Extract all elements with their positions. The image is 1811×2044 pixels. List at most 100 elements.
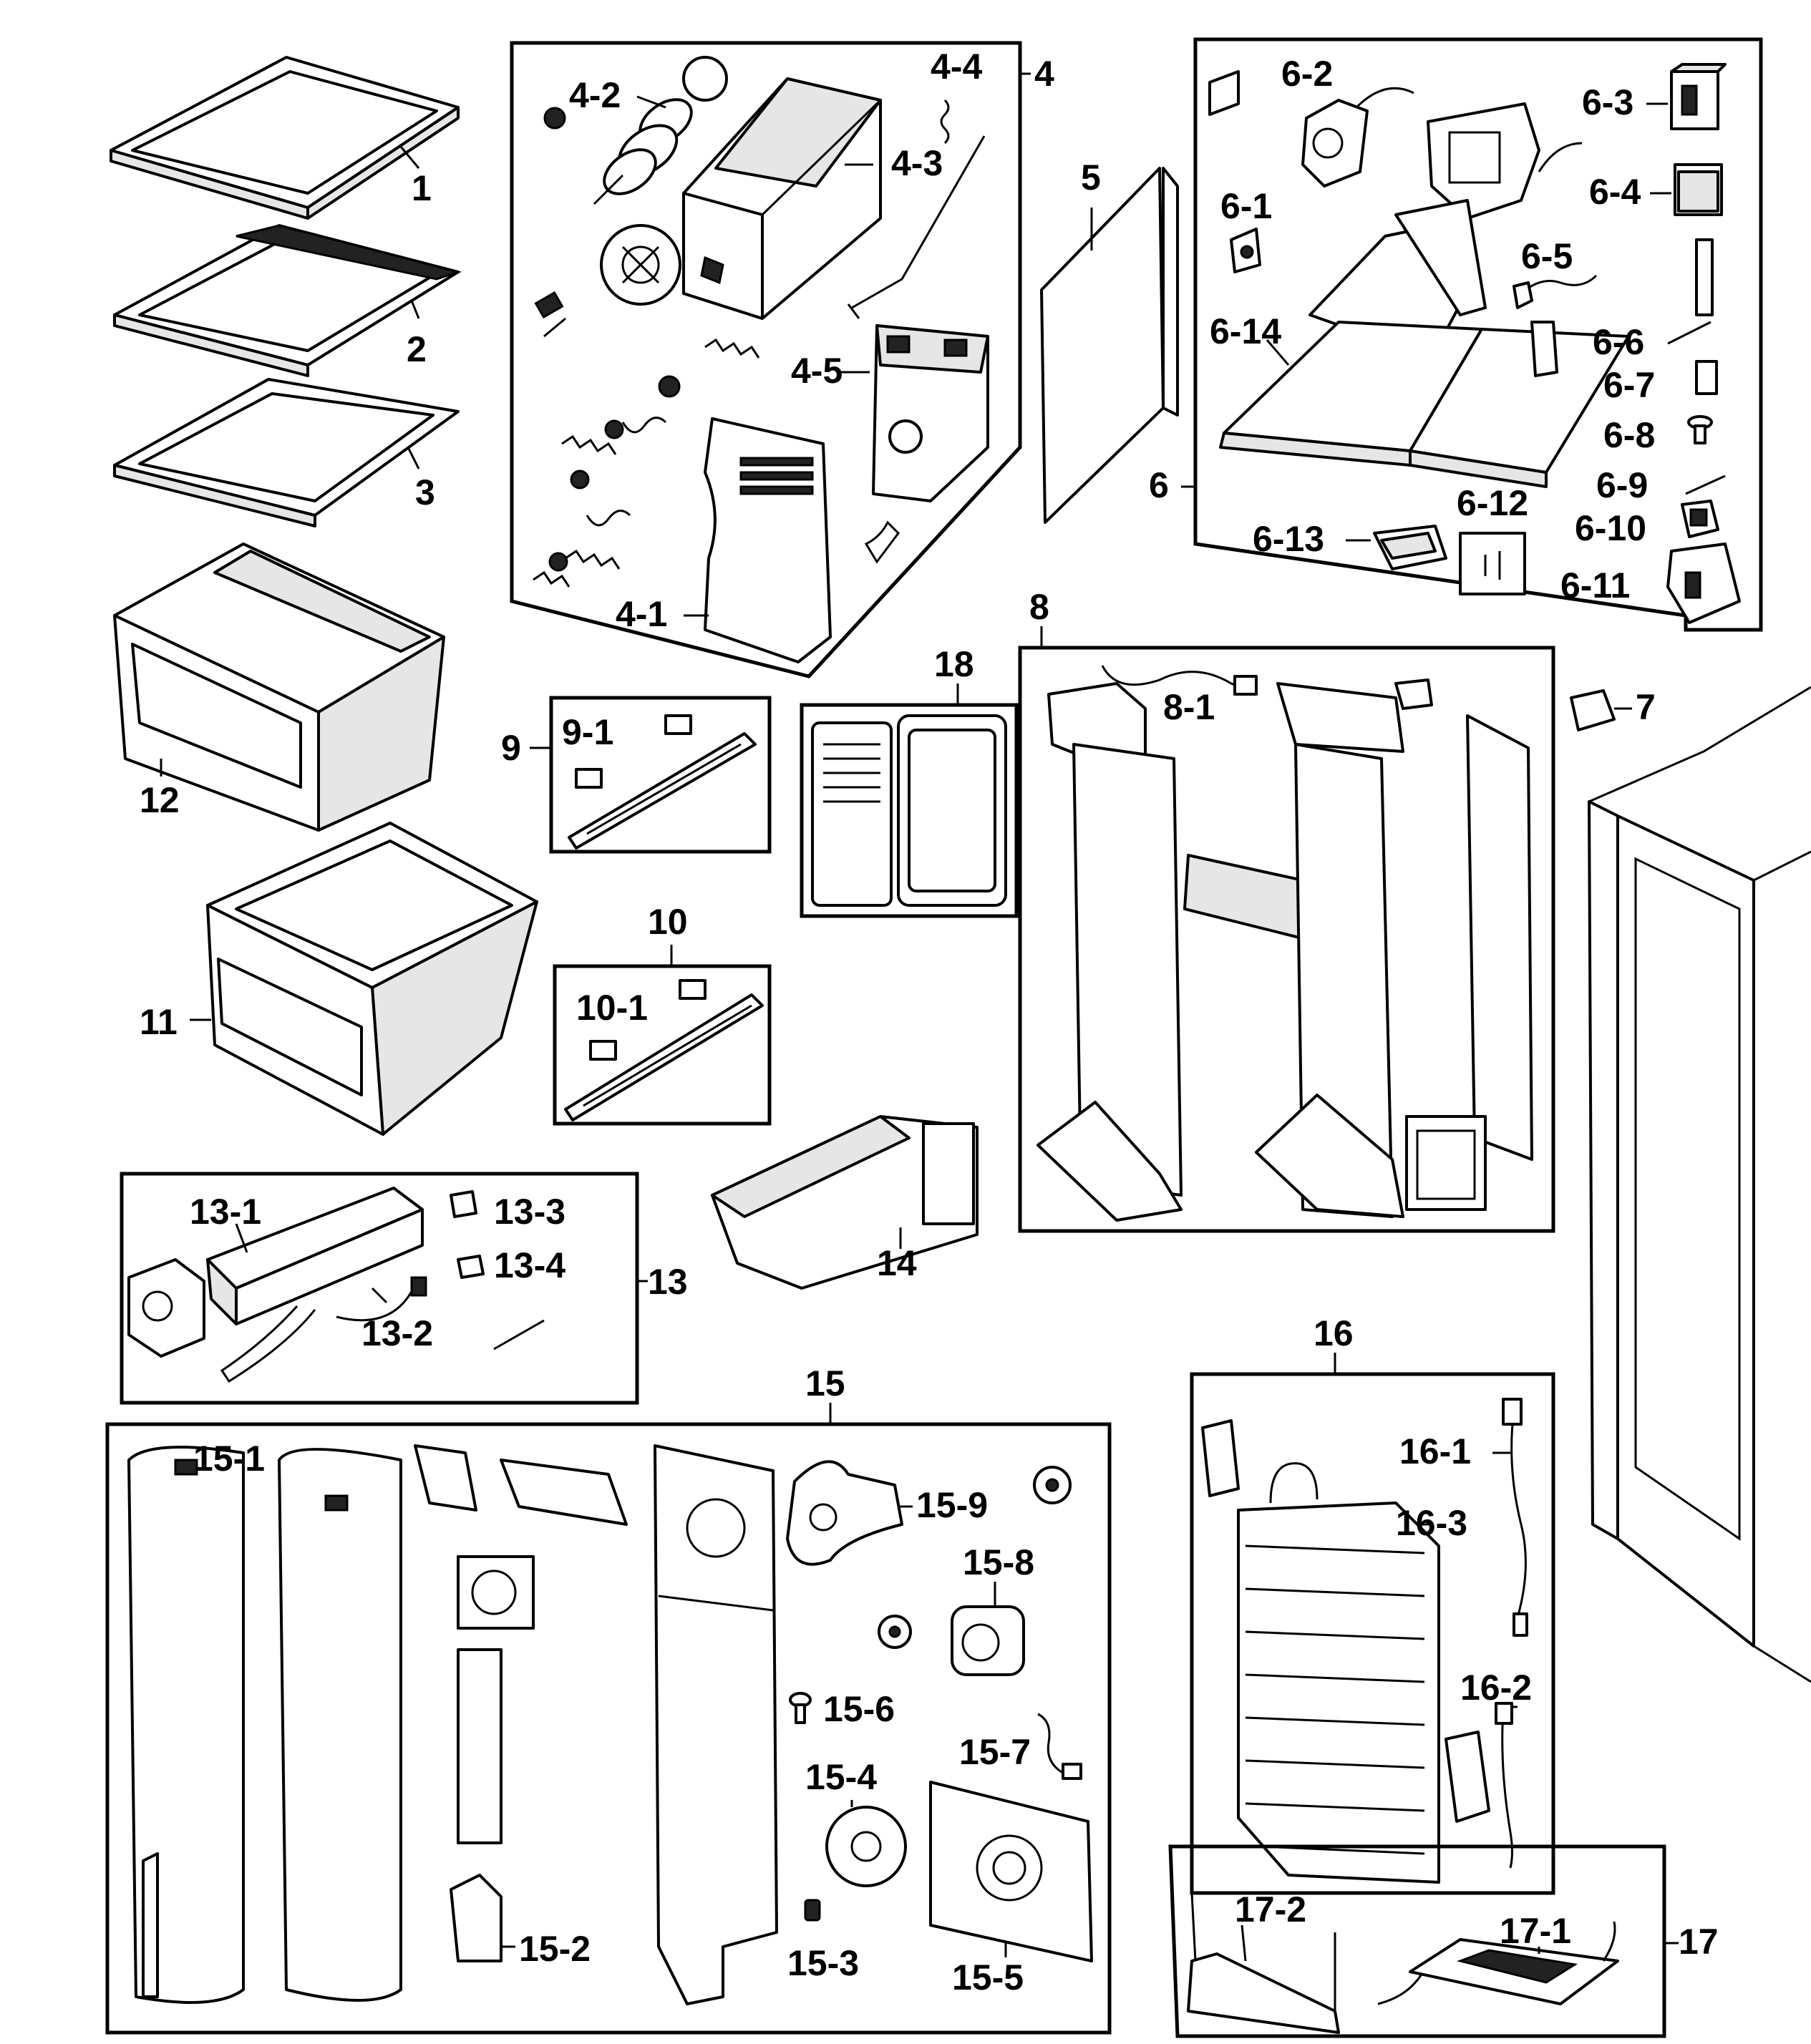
cover-panels-18: [811, 714, 1007, 907]
crisper-drawer-12: [113, 542, 445, 832]
label-15-9: 15-9: [916, 1485, 988, 1525]
label-6-6: 6-6: [1593, 322, 1644, 362]
label-4-4: 4-4: [931, 47, 982, 87]
vent-bar-9: [568, 714, 757, 850]
grommet-15: [1033, 1466, 1072, 1504]
label-4: 4: [1034, 54, 1054, 94]
label-6-14: 6-14: [1210, 311, 1281, 351]
group-box-13: [120, 1172, 648, 1405]
label-6-13: 6-13: [1253, 519, 1324, 559]
group-box-10: [553, 945, 772, 1126]
shelf-3: [113, 378, 460, 527]
label-17: 17: [1679, 1922, 1719, 1962]
label-2: 2: [407, 329, 427, 369]
ice-bucket-4-3: [682, 77, 882, 320]
motor-15-8: [951, 1582, 1025, 1676]
motor-6-2: [1301, 87, 1414, 188]
auger-4-2: [543, 56, 728, 205]
label-15-1: 15-1: [193, 1439, 265, 1479]
label-13-1: 13-1: [190, 1192, 261, 1232]
label-17-2: 17-2: [1235, 1889, 1306, 1929]
label-6-1: 6-1: [1220, 186, 1272, 226]
label-16: 16: [1314, 1313, 1354, 1353]
label-14: 14: [877, 1243, 917, 1283]
cap-6-7: [1695, 360, 1718, 395]
vent-bar-10: [564, 979, 764, 1121]
rod-6-6: [1667, 238, 1714, 345]
drip-tray-6-13: [1346, 525, 1447, 570]
label-6-9: 6-9: [1596, 465, 1648, 505]
fan-shroud-15: [654, 1444, 778, 2005]
drain-pan-17-2: [1187, 1892, 1340, 2034]
label-4-1: 4-1: [616, 594, 667, 634]
group-box-4: [510, 41, 1031, 678]
label-13-4: 13-4: [494, 1245, 565, 1285]
label-6-11: 6-11: [1560, 565, 1630, 605]
label-11: 11: [140, 1002, 178, 1042]
sensor-16-1: [1492, 1398, 1528, 1637]
label-15-5: 15-5: [952, 1957, 1024, 1997]
label-15-4: 15-4: [805, 1757, 877, 1797]
pin-6-9: [1685, 474, 1726, 495]
heater-17-1: [1377, 1921, 1619, 2005]
dispenser-base-6-14: [1219, 199, 1630, 488]
fan-motor-15-9: [786, 1460, 913, 1566]
label-15-8: 15-8: [963, 1542, 1034, 1582]
group-box-17: [1168, 1844, 1679, 2038]
label-6-10: 6-10: [1575, 508, 1646, 548]
wire-6-5: [1513, 274, 1598, 377]
evaporator-16-3: [1201, 1419, 1490, 1884]
label-16-3: 16-3: [1396, 1503, 1467, 1543]
fan-bracket-15-5: [929, 1781, 1093, 1962]
label-6-2: 6-2: [1281, 54, 1333, 94]
screw-15-6: [789, 1692, 812, 1724]
label-13-3: 13-3: [494, 1192, 565, 1232]
label-8: 8: [1029, 587, 1049, 627]
screw-6-8: [1687, 415, 1713, 444]
duct-assembly-8: [1036, 665, 1533, 1222]
label-15: 15: [805, 1363, 845, 1403]
lever-6-11: [1666, 542, 1741, 624]
label-10: 10: [648, 902, 688, 942]
auger-blade: [534, 224, 681, 338]
label-13-2: 13-2: [361, 1313, 433, 1353]
pad-6-12: [1459, 532, 1526, 595]
label-4-2: 4-2: [569, 75, 621, 115]
label-4-3: 4-3: [891, 143, 943, 183]
label-6-12: 6-12: [1457, 483, 1528, 523]
motor-housing-4-5: [841, 324, 989, 564]
group-box-16: [1190, 1353, 1555, 1895]
label-12: 12: [140, 780, 180, 820]
fan-blade-15-4: [825, 1800, 907, 1887]
label-17-1: 17-1: [1500, 1911, 1571, 1951]
label-6: 6: [1149, 465, 1169, 505]
group-box-9: [530, 696, 772, 854]
label-6-3: 6-3: [1582, 82, 1633, 122]
label-6-5: 6-5: [1521, 236, 1573, 276]
label-18: 18: [934, 644, 974, 684]
group-box-15: [105, 1403, 1112, 2035]
shelf-2: [113, 224, 462, 377]
ice-tray-14: [711, 1115, 979, 1290]
switch-housing: [1427, 102, 1583, 220]
label-4-5: 4-5: [791, 351, 843, 391]
ice-maker-13: [127, 1187, 545, 1383]
coil-6-4: [1650, 163, 1723, 216]
clip-bracket: [1208, 70, 1240, 116]
hub-15: [878, 1615, 912, 1649]
front-cover-4-1: [684, 417, 832, 663]
group-box-6: [1181, 37, 1763, 632]
wire-15-7: [1037, 1713, 1082, 1780]
label-6-8: 6-8: [1603, 415, 1655, 455]
evaporator-cover-15: [127, 1444, 628, 2004]
shelf-1: [110, 56, 460, 220]
panel-5: [1040, 167, 1179, 524]
group-box-18: [800, 683, 1019, 918]
sensor-16-2: [1495, 1702, 1518, 1869]
label-13: 13: [648, 1262, 688, 1302]
label-5: 5: [1081, 157, 1101, 198]
label-6-4: 6-4: [1589, 172, 1641, 212]
spring-4-4: [847, 99, 986, 319]
label-15-7: 15-7: [959, 1732, 1031, 1772]
